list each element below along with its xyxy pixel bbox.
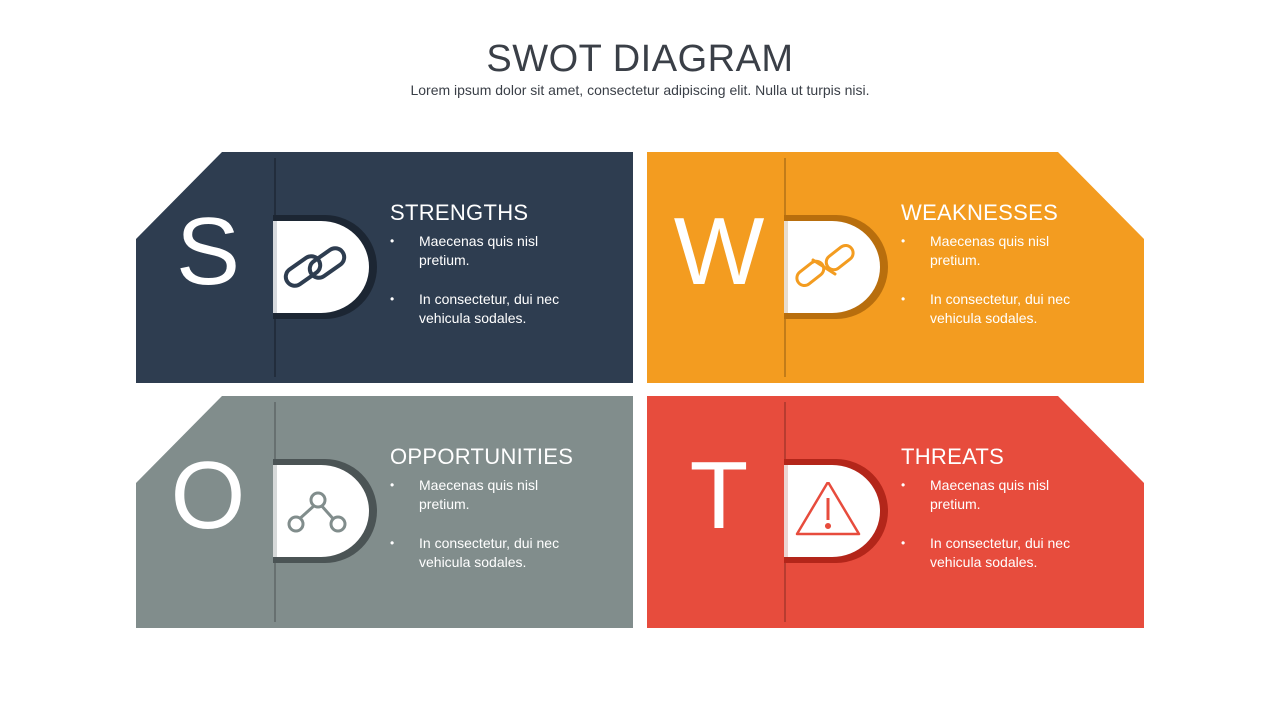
warning-icon <box>795 482 861 536</box>
strengths-card: S STRENGTHS Maecenas quis nisl pretium. … <box>136 152 633 383</box>
weaknesses-heading: WEAKNESSES <box>901 200 1059 225</box>
page-subtitle: Lorem ipsum dolor sit amet, consectetur … <box>410 82 870 98</box>
broken-link-icon <box>795 243 855 288</box>
opportunities-heading: OPPORTUNITIES <box>390 444 574 469</box>
opportunities-letter: O <box>170 442 246 549</box>
link-icon <box>283 246 347 288</box>
weaknesses-bullets: Maecenas quis nisl pretium. In consectet… <box>901 232 1101 348</box>
list-item: In consectetur, dui nec vehicula sodales… <box>390 290 590 328</box>
list-item: Maecenas quis nisl pretium. <box>390 232 590 270</box>
strengths-bullets: Maecenas quis nisl pretium. In consectet… <box>390 232 590 348</box>
list-item: Maecenas quis nisl pretium. <box>901 232 1101 270</box>
strengths-heading: STRENGTHS <box>390 200 529 225</box>
weaknesses-card: W WEAKNESSES Maecenas quis nisl pretium.… <box>647 152 1144 383</box>
list-item: Maecenas quis nisl pretium. <box>901 476 1101 514</box>
list-item: In consectetur, dui nec vehicula sodales… <box>901 290 1101 328</box>
weaknesses-pill <box>784 215 888 319</box>
opportunities-bullets: Maecenas quis nisl pretium. In consectet… <box>390 476 590 592</box>
threats-card: T THREATS Maecenas quis nisl pretium. In… <box>647 396 1144 628</box>
strengths-letter: S <box>175 198 241 305</box>
threats-bullets: Maecenas quis nisl pretium. In consectet… <box>901 476 1101 592</box>
weaknesses-letter: W <box>673 198 765 305</box>
list-item: In consectetur, dui nec vehicula sodales… <box>901 534 1101 572</box>
opportunities-card: O OPPORTUNITIES Maecenas quis nisl preti… <box>136 396 633 628</box>
list-item: In consectetur, dui nec vehicula sodales… <box>390 534 590 572</box>
threats-heading: THREATS <box>901 444 1005 469</box>
threats-letter: T <box>689 442 749 549</box>
list-item: Maecenas quis nisl pretium. <box>390 476 590 514</box>
page-title: SWOT DIAGRAM <box>486 38 794 80</box>
network-icon <box>287 491 347 533</box>
